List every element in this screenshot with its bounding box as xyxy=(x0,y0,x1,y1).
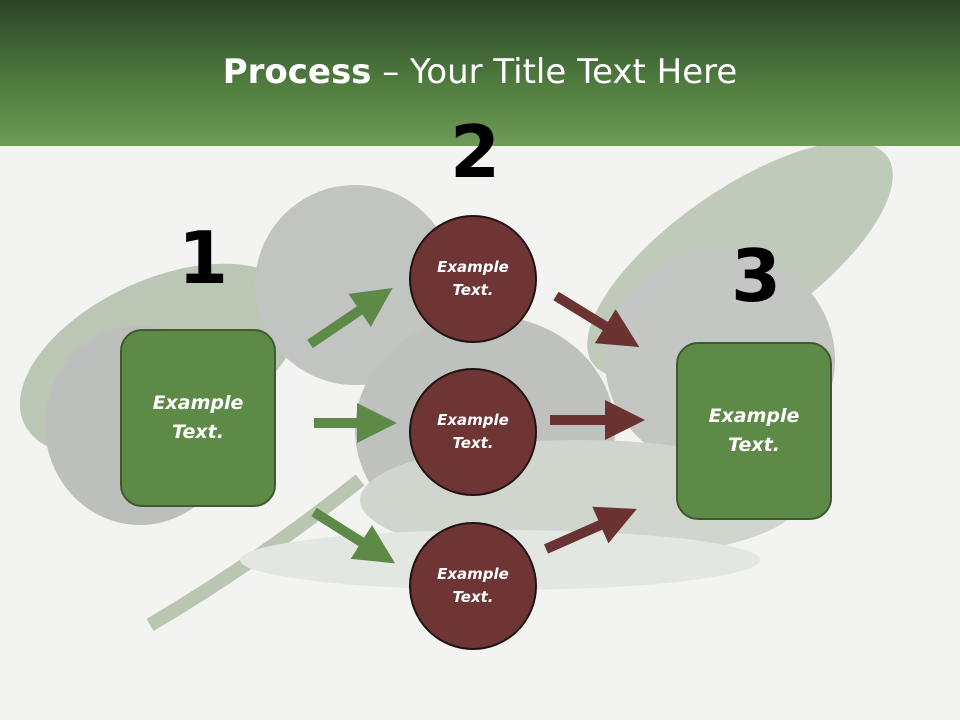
circle-bottom-line2: Text. xyxy=(452,588,494,606)
start-box-line2: Text. xyxy=(172,421,224,443)
red-arrow-down xyxy=(553,291,640,348)
step-number-1[interactable]: 1 xyxy=(178,216,229,300)
step-number-3[interactable]: 3 xyxy=(731,234,782,318)
circle-middle-line2: Text. xyxy=(452,434,494,452)
step-number-2[interactable]: 2 xyxy=(450,110,501,194)
green-arrow-down xyxy=(311,507,396,564)
circle-middle-line1: Example xyxy=(437,411,509,429)
green-arrow-up xyxy=(307,287,393,349)
circle-top-line2: Text. xyxy=(452,281,494,299)
title-bold: Process xyxy=(222,52,372,92)
slide-title[interactable]: Process – Your Title Text Here xyxy=(0,52,960,92)
start-box-line1: Example xyxy=(152,392,244,414)
circle-bottom-line1: Example xyxy=(437,565,509,583)
circle-top-line1: Example xyxy=(437,258,509,276)
title-rest: – Your Title Text Here xyxy=(371,52,738,92)
end-box-line2: Text. xyxy=(728,434,780,456)
title-banner: Process – Your Title Text Here xyxy=(0,0,960,146)
red-arrow-up xyxy=(543,506,637,554)
end-box-line1: Example xyxy=(708,405,800,427)
